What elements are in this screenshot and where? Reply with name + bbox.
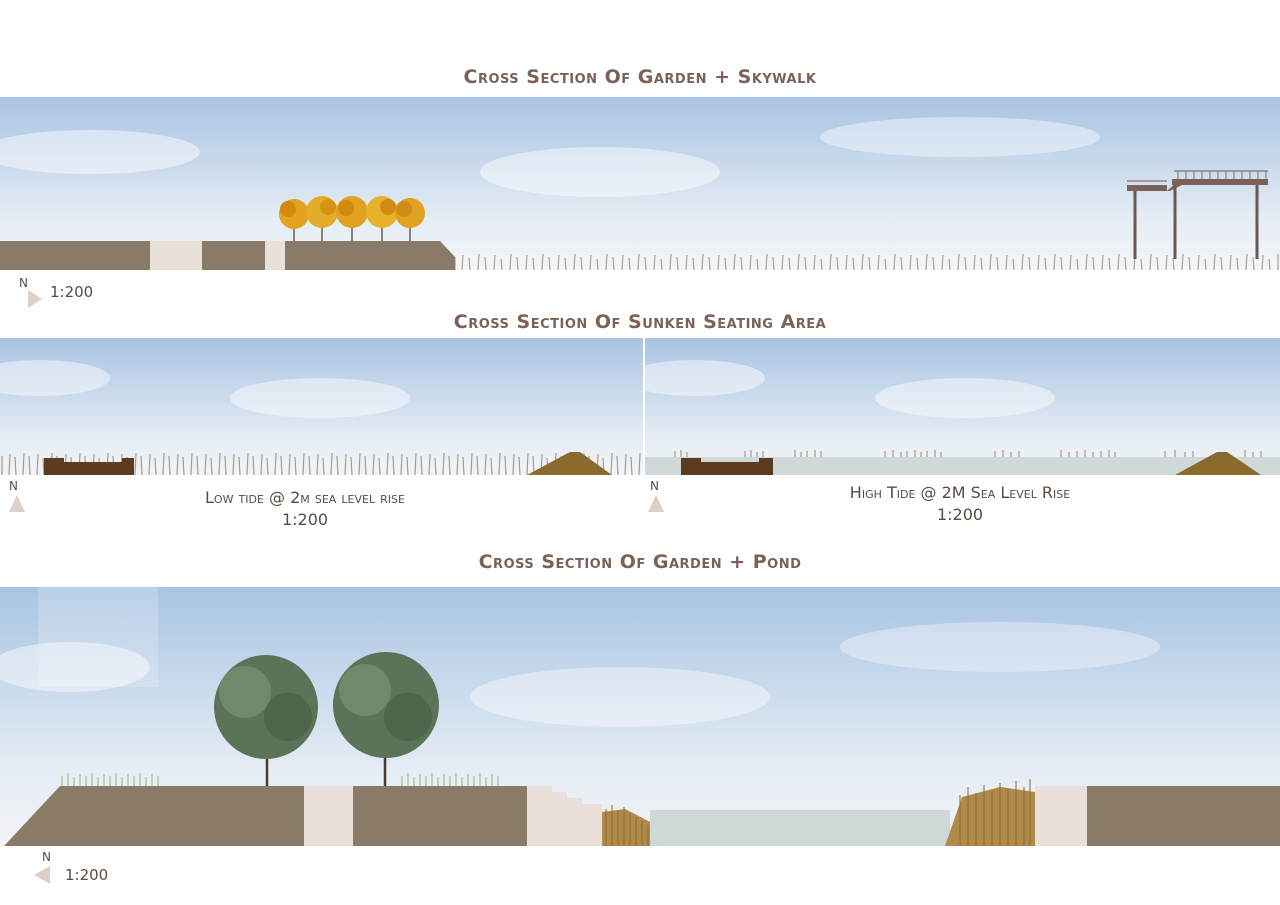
sky (0, 338, 643, 475)
cloud (645, 360, 765, 396)
garden-embankment (4, 786, 304, 846)
earth-mound (1175, 452, 1261, 475)
cloud (480, 147, 720, 197)
skywalk-section-drawing (0, 97, 1280, 270)
path-block (304, 786, 353, 846)
cloud-patch (38, 587, 158, 687)
ground-block (202, 241, 265, 270)
section-title-pond: Cross Section Of Garden + Pond (478, 551, 802, 573)
north-arrow-icon (28, 290, 42, 308)
path-block (1035, 786, 1087, 846)
north-arrow-icon (34, 866, 50, 884)
autumn-tree-row (279, 196, 425, 241)
north-arrow-icon (9, 495, 25, 512)
high-tide-section-drawing (645, 338, 1280, 475)
cloud (875, 378, 1055, 418)
north-label: N (42, 850, 51, 864)
scale-label: 1:200 (936, 505, 984, 524)
pond-water (650, 810, 950, 846)
sunken-seating (44, 458, 134, 475)
caption-text: High Tide @ 2M Sea Level Rise (849, 483, 1071, 502)
ground-block (0, 241, 150, 270)
cloud (0, 360, 110, 396)
high-water (645, 457, 1280, 475)
path-block (150, 241, 202, 270)
cloud (230, 378, 410, 418)
north-arrow-icon (648, 495, 664, 512)
scale-label: 1:200 (281, 510, 329, 529)
low-tide-caption: Low tide @ 2m sea level rise 1:200 (160, 487, 450, 531)
stepped-path (527, 786, 602, 846)
caption-text: Low tide @ 2m sea level rise (205, 488, 405, 507)
green-tree (333, 652, 439, 786)
high-tide-caption: High Tide @ 2M Sea Level Rise 1:200 (810, 482, 1110, 526)
cloud (820, 117, 1100, 157)
reed-tips (674, 450, 1262, 457)
ground-block (1087, 786, 1280, 846)
north-label: N (19, 276, 28, 290)
scale-label: 1:200 (65, 866, 109, 884)
scale-label: 1:200 (50, 283, 94, 301)
low-tide-section-drawing (0, 338, 643, 475)
reed-bank-stems (605, 805, 649, 846)
path-block (265, 241, 285, 270)
earth-mound (527, 452, 612, 475)
section-title-skywalk: Cross Section Of Garden + Skywalk (463, 66, 817, 88)
cloud (0, 130, 200, 174)
north-label: N (650, 479, 659, 493)
reed-bank-stems (959, 779, 1031, 846)
grass-strip (61, 773, 499, 786)
sunken-seating (681, 458, 773, 475)
section-title-sunken: Cross Section Of Sunken Seating Area (453, 311, 827, 333)
cloud (0, 642, 150, 692)
pond-section-drawing (0, 587, 1280, 846)
green-tree (214, 655, 318, 786)
cloud (470, 667, 770, 727)
garden-mound (285, 241, 455, 270)
ground-block (353, 786, 527, 846)
skywalk-structure (1127, 170, 1268, 259)
north-label: N (9, 479, 18, 493)
cloud (840, 622, 1160, 672)
